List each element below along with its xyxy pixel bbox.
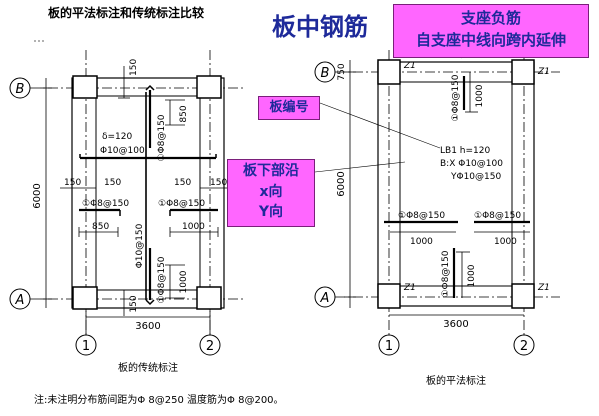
right-dim-1000-top: 1000 — [475, 84, 485, 107]
right-axis-2: 2 — [520, 339, 528, 354]
left-dim-150-bottom: 150 — [129, 295, 139, 312]
plate-id-callout: 板编号 — [258, 96, 320, 120]
bottom-rebar-callout: 板下部沿 x向 Y向 — [227, 159, 315, 227]
bottom-callout-line1: 板下部沿 — [243, 163, 299, 179]
right-lb-y: YΦ10@150 — [450, 172, 501, 182]
right-z1-tr: Z1 — [537, 67, 550, 77]
right-z1-bl: Z1 — [403, 283, 416, 293]
right-rebar-top: ①Φ8@150 — [451, 74, 461, 121]
support-callout-line1: 支座负筋 — [460, 9, 521, 27]
right-axis-b: B — [321, 66, 330, 81]
left-rebar-y: Φ10@150 — [135, 223, 145, 268]
right-caption: 板的平法标注 — [426, 374, 486, 387]
right-lb-x: B:X Φ10@100 — [440, 159, 503, 169]
left-dim-150-r1: 150 — [174, 178, 191, 188]
left-rebar-bottom: ①Φ8@150 — [157, 256, 167, 303]
left-rebar-x: Φ10@100 — [100, 146, 145, 156]
left-axis-1: 1 — [82, 339, 90, 354]
right-dim-6000: 6000 — [336, 171, 347, 196]
left-axis-2: 2 — [206, 339, 214, 354]
left-dim-150-r2: 150 — [210, 178, 227, 188]
left-dim-1000-right: 1000 — [182, 222, 205, 232]
right-dim-750: 750 — [337, 63, 347, 80]
right-dim-1000-right: 1000 — [494, 237, 517, 247]
left-rebar-top: ①Φ8@150 — [157, 114, 167, 161]
right-rebar-bottom: ①Φ8@150 — [441, 250, 451, 297]
left-dim-150-l2: 150 — [104, 178, 121, 188]
left-caption: 板的传统标注 — [118, 361, 178, 374]
left-axis-b: B — [16, 82, 25, 97]
right-axis-a: A — [320, 291, 330, 306]
right-dim-1000-left: 1000 — [410, 237, 433, 247]
left-dim-3600: 3600 — [135, 321, 160, 332]
right-axis-1: 1 — [385, 339, 393, 354]
bottom-callout-line3: Y向 — [258, 204, 284, 220]
left-title: 板的平法标注和传统标注比较 — [48, 5, 204, 20]
right-rebar-right: ①Φ8@150 — [474, 211, 521, 221]
left-dim-850-left: 850 — [92, 222, 109, 232]
left-dim-1000-bottom: 1000 — [179, 270, 189, 293]
left-rebar-right: ①Φ8@150 — [158, 199, 205, 209]
left-dim-150-l1: 150 — [64, 178, 81, 188]
right-dim-1000-bottom: 1000 — [467, 264, 477, 287]
bottom-callout-line2: x向 — [259, 184, 283, 200]
right-rebar-left: ①Φ8@150 — [398, 211, 445, 221]
right-plan — [314, 21, 560, 356]
right-z1-tl: Z1 — [403, 61, 416, 71]
left-axis-a: A — [15, 293, 25, 308]
support-callout: 支座负筋 自支座中线向跨内延伸 — [393, 4, 589, 58]
left-plan-labels: B A 1 2 6000 3600 150 850 ①Φ8@150 δ=120 … — [15, 59, 228, 374]
left-dim-850-top: 850 — [179, 105, 189, 122]
left-thickness: δ=120 — [102, 132, 132, 142]
plate-id-label: 板编号 — [269, 100, 309, 115]
left-dim-6000: 6000 — [32, 183, 43, 208]
support-callout-line2: 自支座中线向跨内延伸 — [415, 31, 566, 49]
right-plan-labels: B A 1 2 750 6000 3600 Z1 Z1 Z1 Z1 ①Φ8@15… — [320, 61, 550, 387]
footnote: 注:未注明分布筋间距为Φ 8@250 温度筋为Φ 8@200。 — [34, 393, 284, 406]
right-lb1: LB1 h=120 — [440, 146, 490, 156]
main-title: 板中钢筋 — [272, 13, 368, 41]
right-dim-3600: 3600 — [443, 319, 468, 330]
left-rebar-left: ①Φ8@150 — [82, 199, 129, 209]
left-plan — [9, 50, 245, 356]
left-dim-150-top: 150 — [129, 59, 139, 76]
right-z1-br: Z1 — [537, 283, 550, 293]
